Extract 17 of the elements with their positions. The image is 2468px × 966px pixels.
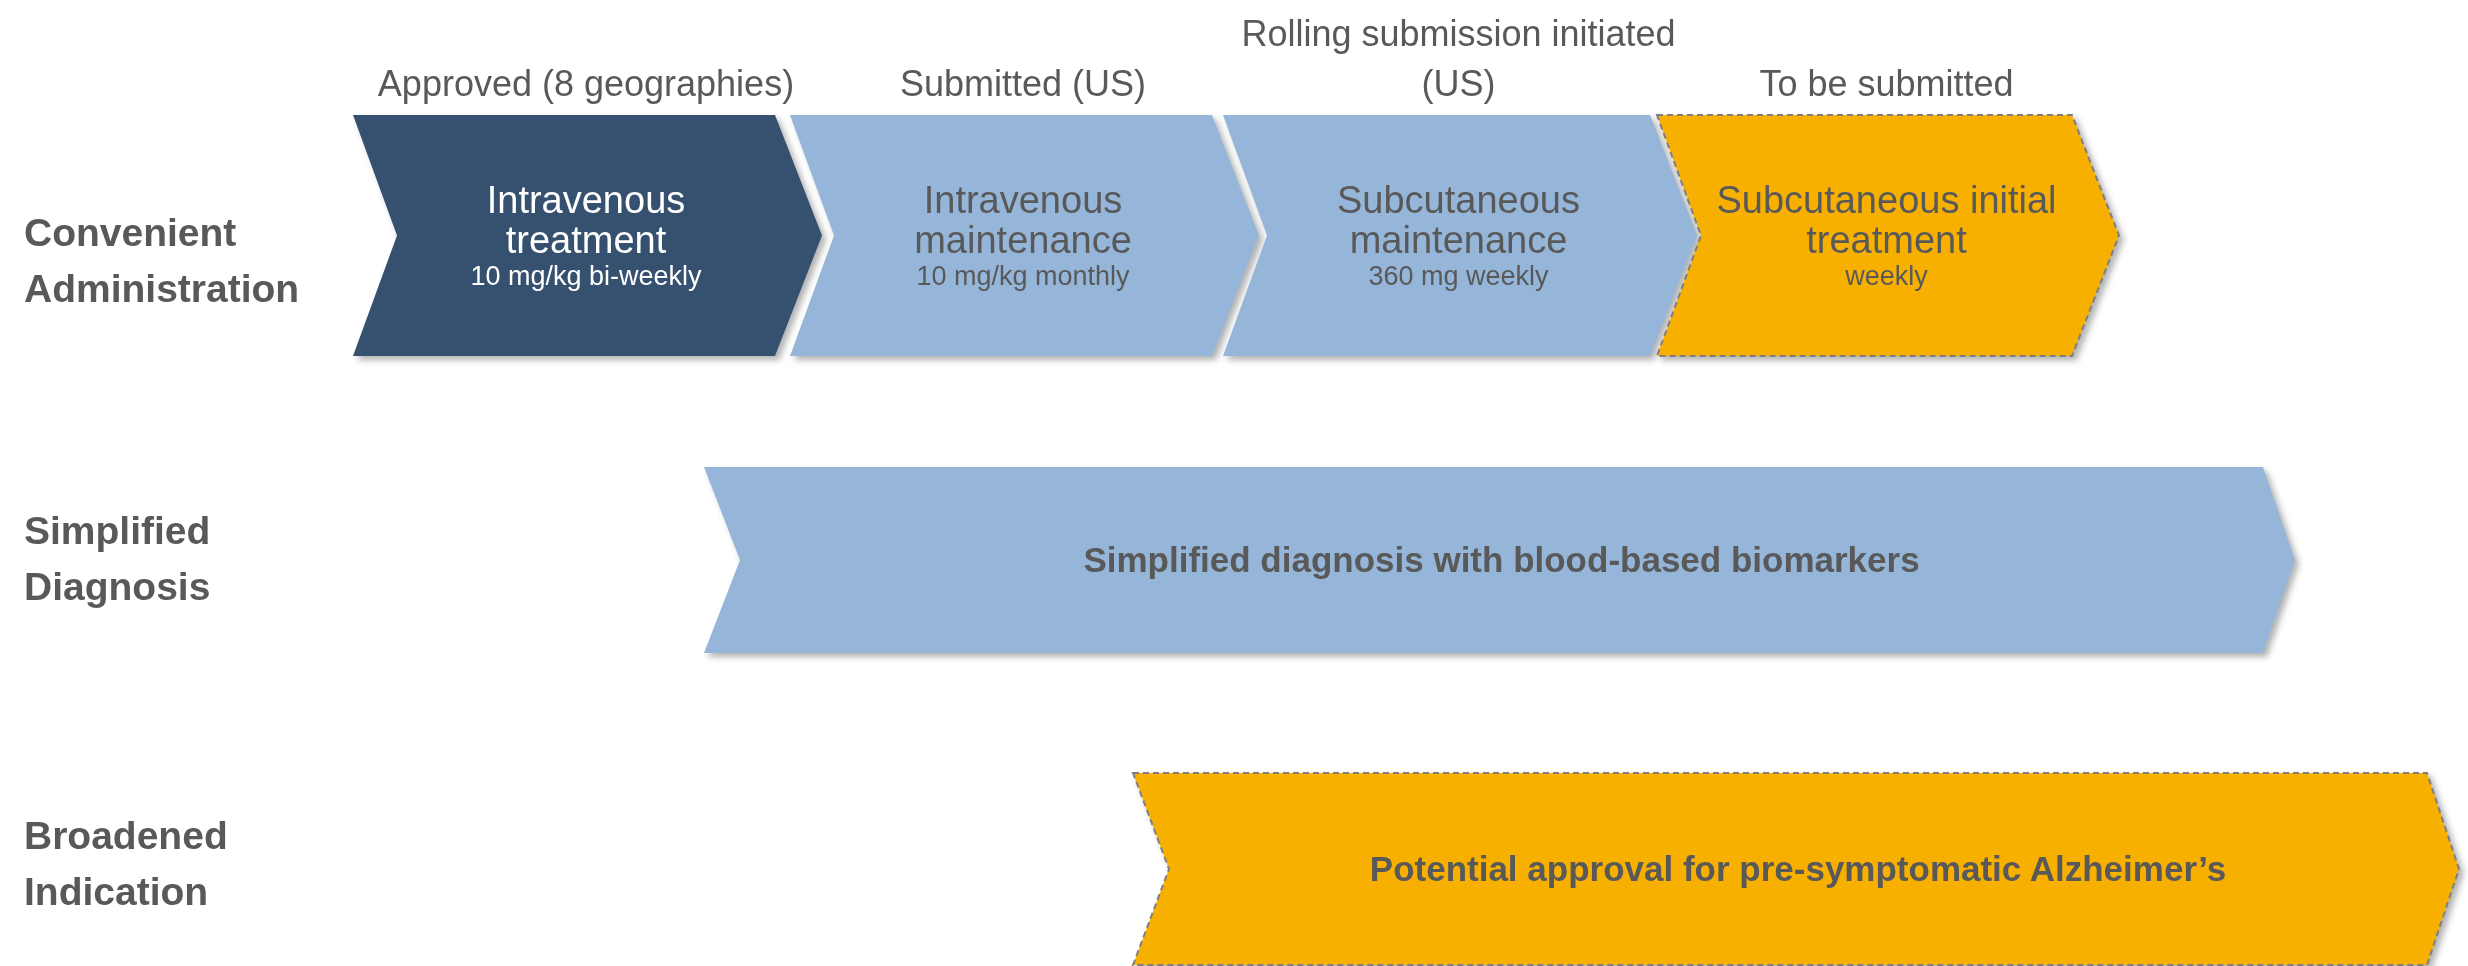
row-label: Convenient Administration xyxy=(24,210,301,312)
dosage-text: 10 mg/kg bi-weekly xyxy=(470,259,702,292)
row-label: Simplified Diagnosis xyxy=(24,508,212,610)
row-label: Broadened Indication xyxy=(24,813,229,915)
stage-title: Intravenous treatment xyxy=(485,179,687,260)
status-label: To be submitted xyxy=(1758,62,2015,106)
status-label: Rolling submission initiated (US) xyxy=(1240,12,1677,106)
dosage-text: 360 mg weekly xyxy=(1368,259,1549,292)
dosage-text: weekly xyxy=(1845,259,1928,292)
stage-title: Intravenous maintenance xyxy=(913,179,1133,260)
status-label: Approved (8 geographies) xyxy=(376,62,796,106)
status-label: Submitted (US) xyxy=(898,62,1148,106)
dosage-text: 10 mg/kg monthly xyxy=(916,259,1130,292)
stage-title: Subcutaneous initial treatment xyxy=(1715,179,2058,260)
stage-title: Subcutaneous maintenance xyxy=(1336,179,1581,260)
stage-title: Potential approval for pre-symptomatic Alzheimer’s xyxy=(1369,849,2227,889)
stage-title: Simplified diagnosis with blood-based biomarkers xyxy=(1083,540,1920,580)
